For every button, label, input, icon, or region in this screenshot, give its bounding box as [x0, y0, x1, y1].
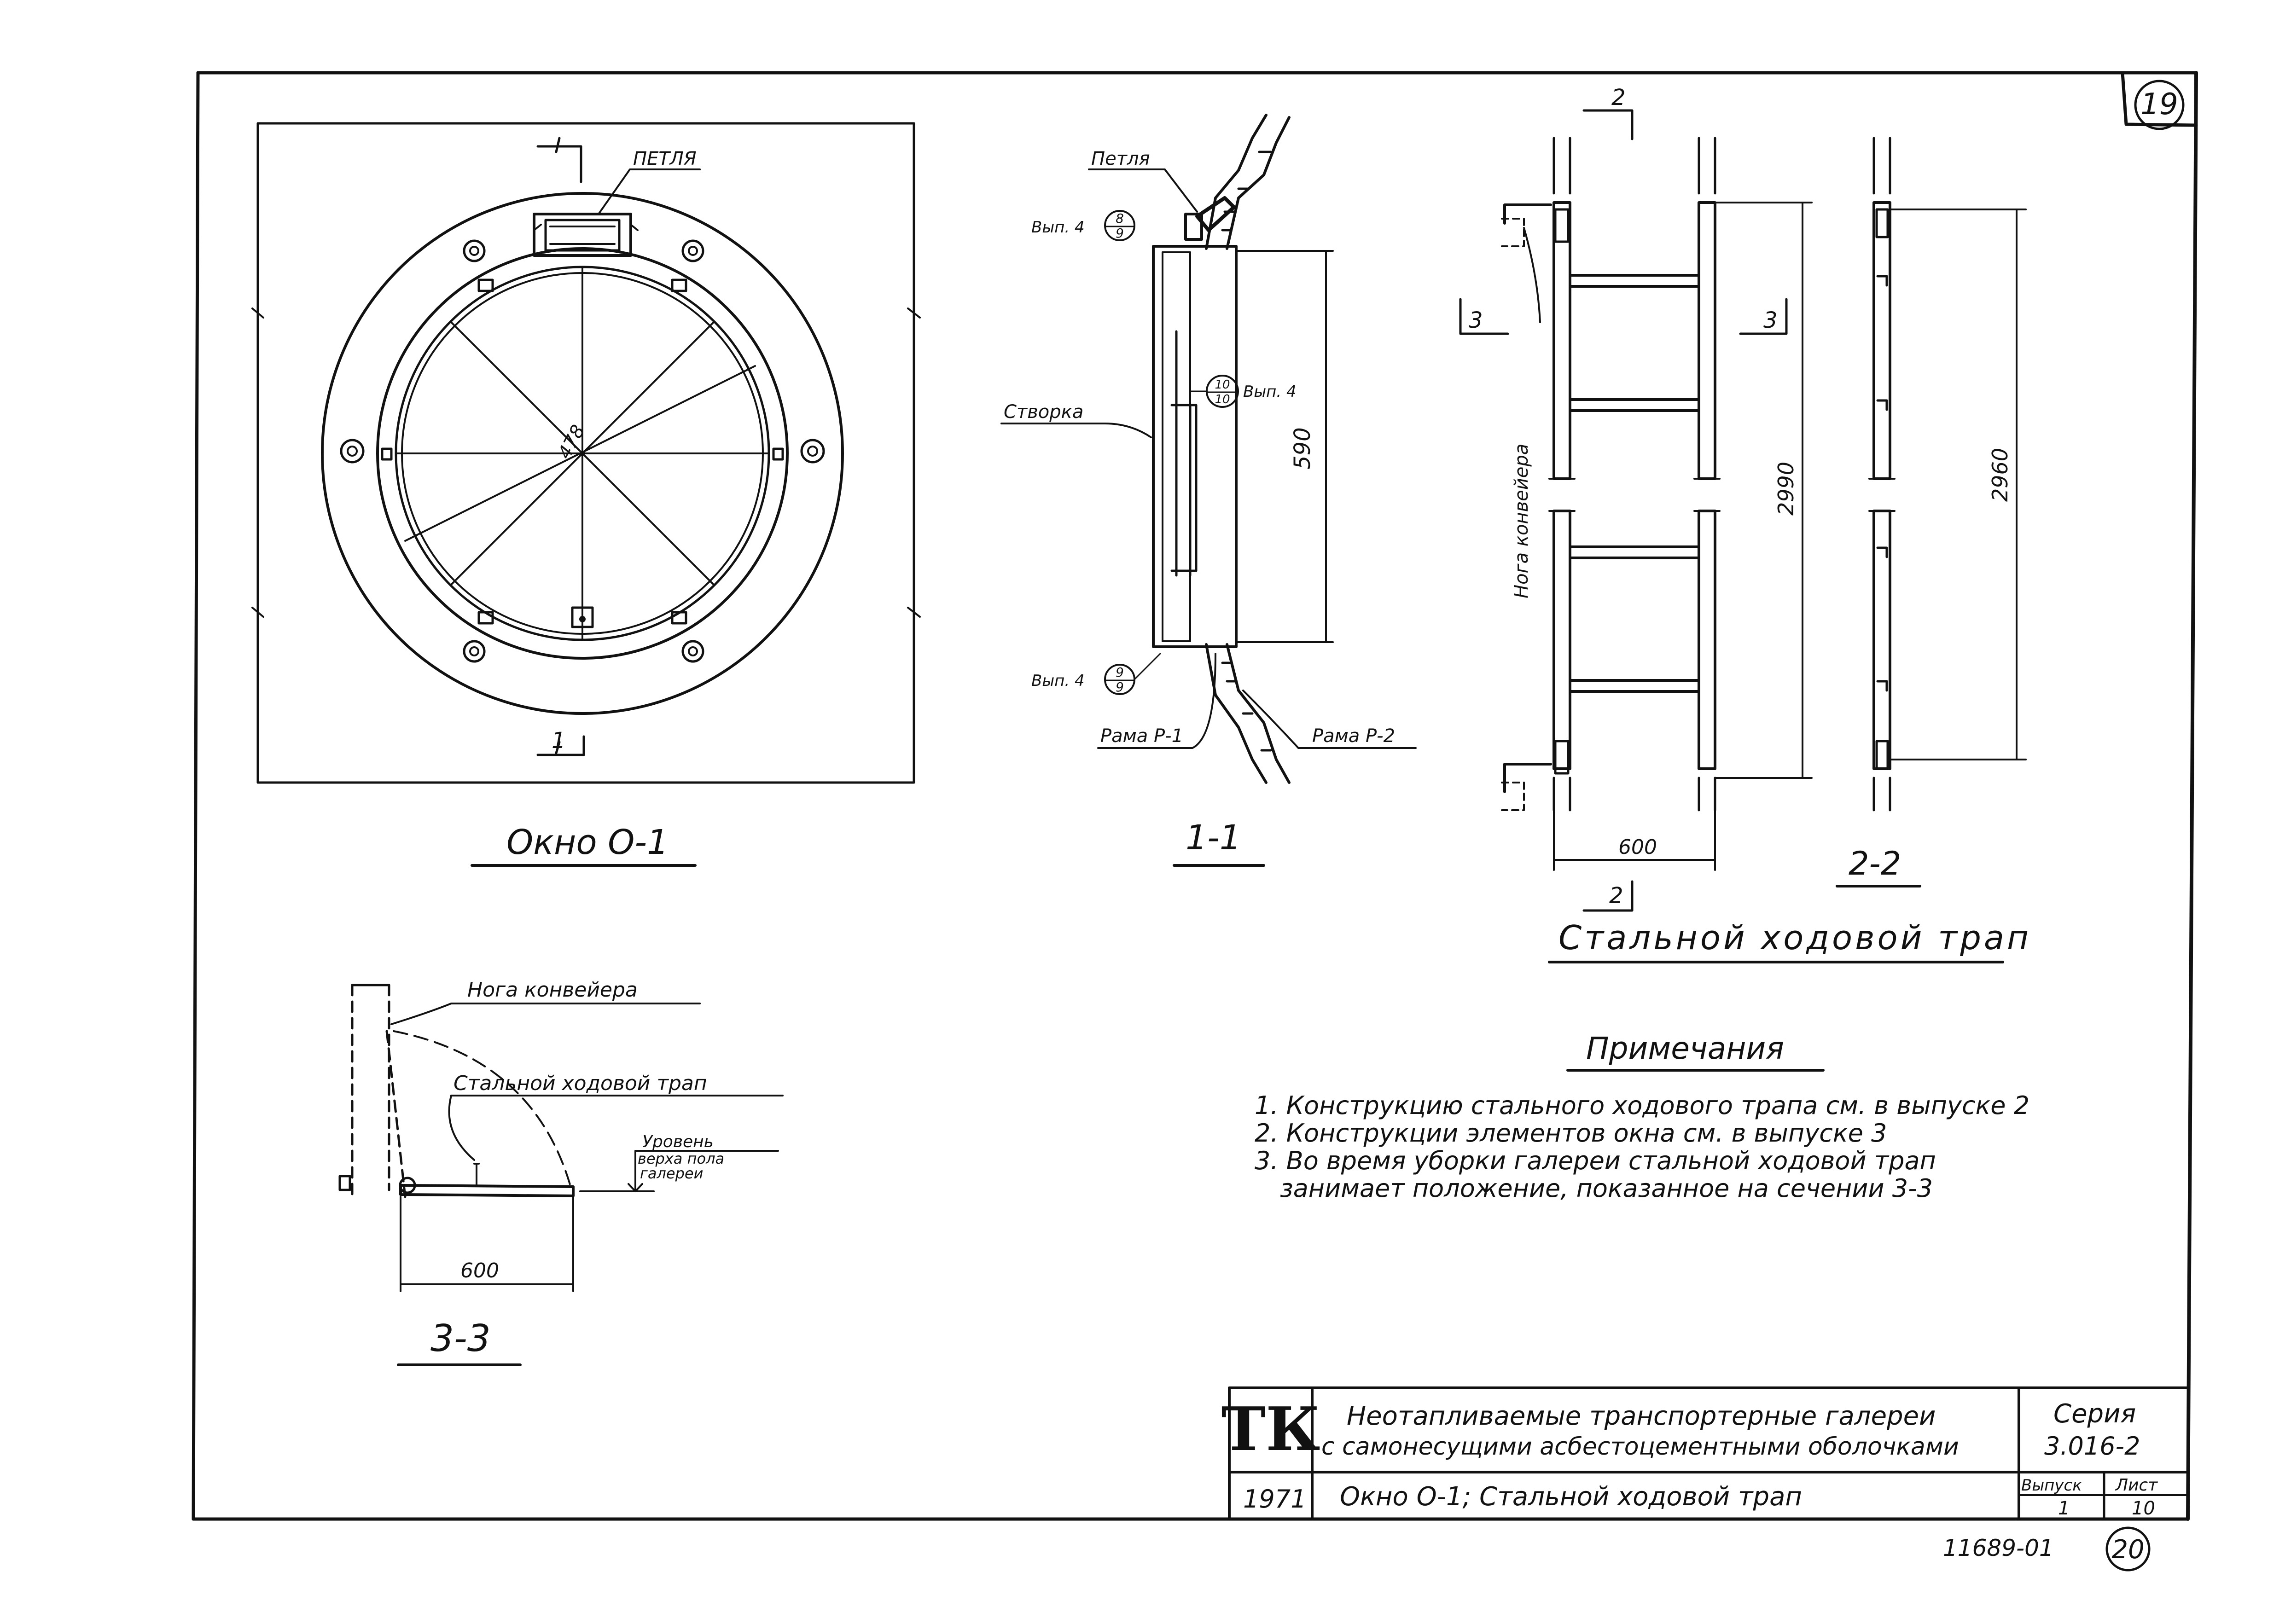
- section-1-1: 590 Петля Вып. 4 8 9 10 10 Вып. 4 Створк…: [1000, 114, 1417, 867]
- archive-number: 11689-01: [1943, 1535, 2054, 1561]
- latch: [571, 606, 594, 628]
- height-dimension-2990: 2990: [1773, 462, 1798, 516]
- hinge-label-1-1: Петля: [1091, 148, 1150, 169]
- issue-ref-top: Вып. 4: [1031, 218, 1085, 237]
- section-mark-1: 1: [552, 728, 566, 754]
- glass-ring-outer: [376, 247, 789, 660]
- section-mark-2-top: 2: [1611, 85, 1626, 110]
- callout-mid-den: 10: [1215, 393, 1230, 406]
- hinge: [533, 213, 639, 257]
- series-label: Серия: [2053, 1399, 2136, 1429]
- note-1: 1. Конструкцию стального ходового трапа …: [1255, 1091, 2029, 1120]
- archive-page-circle: [2105, 1526, 2151, 1572]
- window-caption: Окно О-1: [506, 823, 669, 862]
- title-logo: ТК: [1221, 1394, 1320, 1464]
- window-o1-view: ПЕТЛЯ 478 1 Окно О-1: [251, 122, 921, 867]
- notes: Примечания 1. Конструкцию стального ходо…: [1255, 1031, 2029, 1203]
- issue-ref-bottom: Вып. 4: [1031, 672, 1085, 690]
- outer-flange: [321, 192, 844, 715]
- sheet-label: Лист: [2115, 1476, 2158, 1495]
- callout-bot-den: 9: [1116, 679, 1124, 695]
- s33-level-line3: галереи: [640, 1165, 703, 1182]
- sheet-number: 19: [2140, 87, 2178, 122]
- sheet-frame: [192, 71, 2198, 1521]
- s33-ladder-label: Стальной ходовой трап: [454, 1072, 707, 1095]
- title-block: [1228, 1386, 2189, 1520]
- s33-level-line2: верха пола: [638, 1150, 724, 1167]
- issue-ref-mid: Вып. 4: [1243, 383, 1297, 401]
- height-dimension-590: 590: [1290, 427, 1315, 470]
- conveyor-leg-label: Нога конвейера: [1511, 444, 1532, 598]
- note-3-cont: занимает положение, показанное на сечени…: [1280, 1174, 1933, 1203]
- archive-page: 20: [2111, 1535, 2144, 1565]
- ladder-rungs: [1569, 274, 1700, 693]
- note-3: 3. Во время уборки галереи стальной ходо…: [1255, 1146, 1936, 1175]
- s33-width-600: 600: [460, 1259, 499, 1282]
- section-1-1-caption: 1-1: [1186, 818, 1241, 858]
- section-mark-3-left: 3: [1469, 307, 1483, 333]
- title-line-1: Неотапливаемые транспортерные галереи: [1347, 1401, 1936, 1431]
- series-value: 3.016-2: [2044, 1432, 2140, 1461]
- callout-bot-num: 9: [1116, 665, 1124, 680]
- sheet-number-circle: [2134, 80, 2185, 130]
- s33-leg-label: Нога конвейера: [467, 978, 638, 1002]
- height-dimension-2960: 2960: [1988, 448, 2012, 502]
- ladder-title: Стальной ходовой трап: [1558, 918, 2031, 957]
- note-2: 2. Конструкции элементов окна см. в выпу…: [1255, 1119, 1887, 1148]
- sash-label: Створка: [1004, 401, 1083, 423]
- frame-p1-label: Рама Р-1: [1100, 725, 1183, 747]
- bolt-holes: [340, 239, 825, 663]
- callout-mid-num: 10: [1215, 378, 1230, 392]
- steel-ladder-view: 2 2 3 3 Нога конвейера: [1459, 85, 1813, 912]
- s33-level-line1: Уровень: [642, 1132, 714, 1151]
- callout-top-num: 8: [1116, 211, 1124, 226]
- section-3-3: Нога конвейера Стальной ходовой трап Уро…: [338, 978, 784, 1366]
- hinge-label: ПЕТЛЯ: [633, 148, 697, 169]
- ladder-section-2-2: 2960 2-2: [1836, 137, 2027, 887]
- section-2-2-caption: 2-2: [1849, 845, 1901, 882]
- section-3-3-caption: 3-3: [430, 1317, 491, 1360]
- year: 1971: [1243, 1485, 1306, 1514]
- sheet-title: Окно О-1; Стальной ходовой трап: [1340, 1482, 1802, 1512]
- section-mark-3-right: 3: [1763, 307, 1778, 333]
- notes-title: Примечания: [1586, 1031, 1784, 1066]
- sheet-value: 10: [2132, 1498, 2155, 1519]
- callout-top-den: 9: [1116, 226, 1124, 241]
- frame-p2-label: Рама Р-2: [1312, 725, 1395, 747]
- issue-value: 1: [2058, 1498, 2070, 1519]
- issue-label: Выпуск: [2021, 1476, 2082, 1495]
- sash: [1152, 245, 1238, 648]
- section-mark-2-bottom: 2: [1609, 883, 1623, 909]
- width-dimension-600: 600: [1618, 835, 1657, 859]
- title-line-2: с самонесущими асбестоцементными оболочк…: [1321, 1433, 1959, 1461]
